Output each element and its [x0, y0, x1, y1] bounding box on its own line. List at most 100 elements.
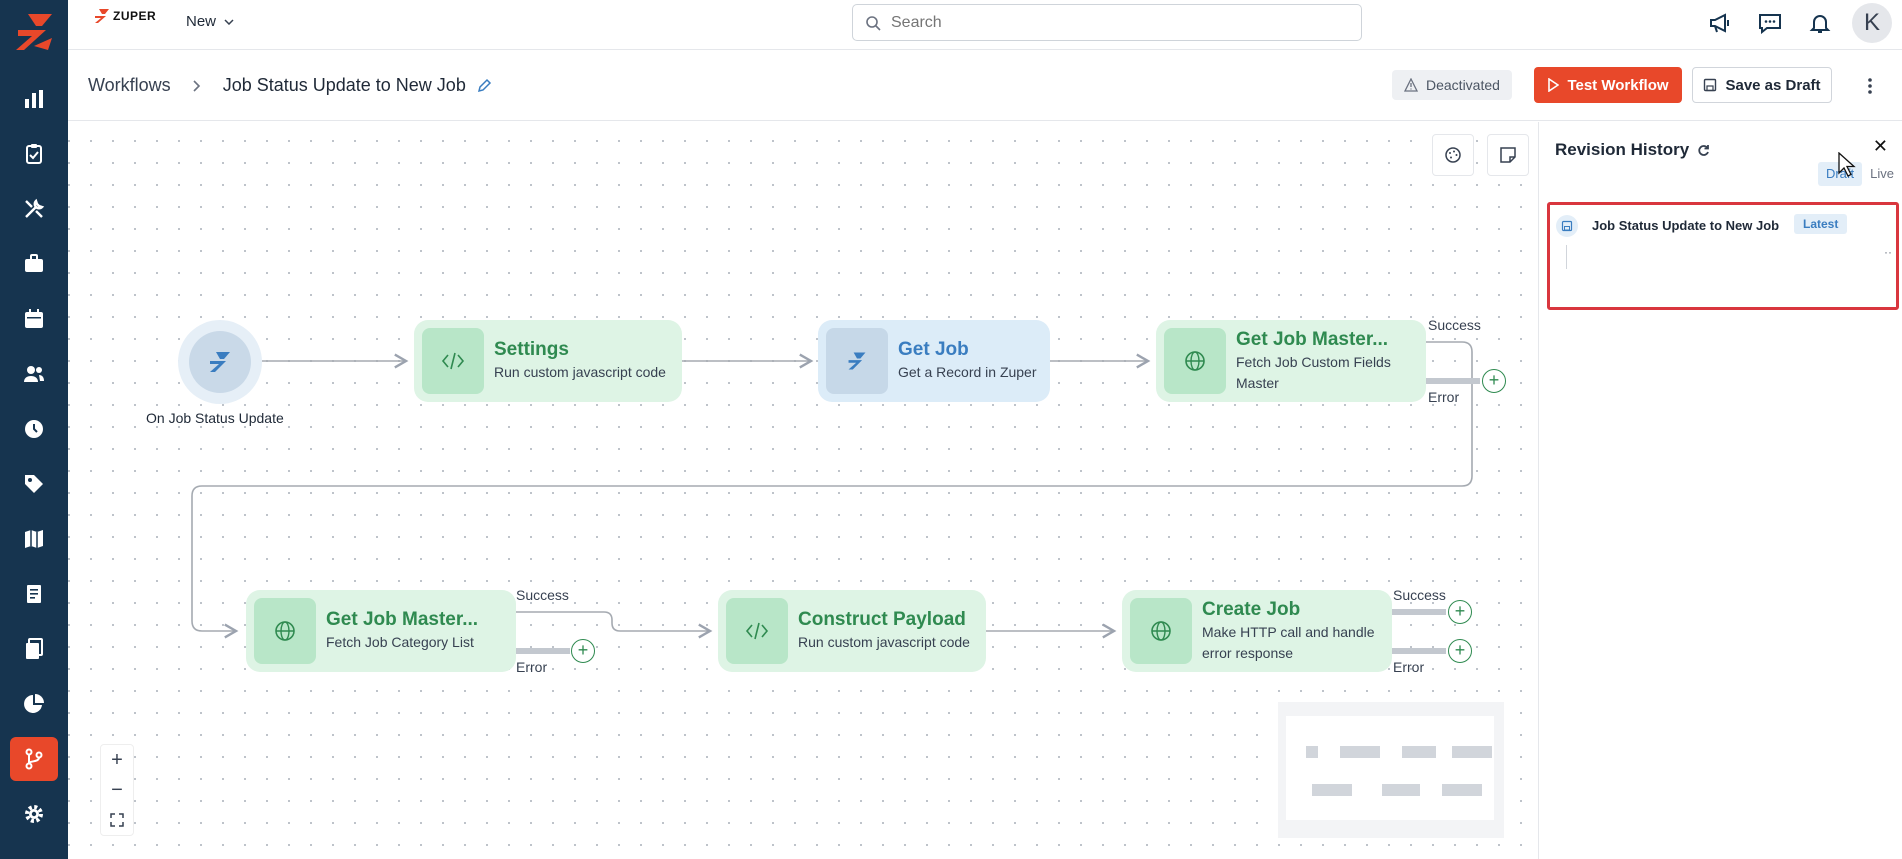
add-step-button[interactable]: +: [1448, 639, 1472, 663]
test-workflow-label: Test Workflow: [1567, 76, 1669, 94]
add-step-button[interactable]: +: [1448, 600, 1472, 624]
chevron-down-icon: [224, 18, 234, 25]
zuper-mark-icon: [95, 9, 109, 23]
node-get-job[interactable]: Get Job Get a Record in Zuper: [818, 320, 1050, 402]
user-avatar[interactable]: K: [1852, 3, 1892, 43]
minimap-node: [1340, 746, 1380, 758]
zoom-controls: + −: [100, 744, 134, 836]
node-settings[interactable]: Settings Run custom javascript code: [414, 320, 682, 402]
timeline-line: [1566, 245, 1567, 269]
test-workflow-button[interactable]: Test Workflow: [1534, 67, 1682, 103]
zoom-out-icon[interactable]: −: [111, 778, 123, 801]
workflow-name: Job Status Update to New Job: [222, 75, 466, 95]
workflow-icon[interactable]: [10, 737, 58, 781]
new-label: New: [186, 13, 217, 30]
receipt-icon[interactable]: [10, 572, 58, 616]
minimap-node: [1452, 746, 1492, 758]
node-get-job-master-categories[interactable]: Get Job Master... Fetch Job Category Lis…: [246, 590, 516, 672]
panel-title-text: Revision History: [1555, 140, 1690, 159]
more-options-icon[interactable]: ··: [1884, 245, 1892, 259]
node-subtitle: Run custom javascript code: [798, 634, 970, 650]
latest-badge: Latest: [1794, 214, 1848, 234]
node-subtitle: Get a Record in Zuper: [898, 364, 1037, 380]
new-dropdown-button[interactable]: New: [186, 13, 234, 30]
bar-chart-icon[interactable]: [10, 77, 58, 121]
trigger-label: On Job Status Update: [146, 410, 284, 426]
toggle-live[interactable]: Live: [1870, 166, 1894, 181]
briefcase-icon[interactable]: [10, 242, 58, 286]
revision-item[interactable]: Job Status Update to New Job Latest ··: [1547, 202, 1899, 310]
brand-name: ZUPER: [113, 9, 157, 23]
pie-chart-icon[interactable]: [10, 682, 58, 726]
sticky-note-tool[interactable]: [1487, 134, 1529, 176]
status-badge: Deactivated: [1392, 70, 1512, 100]
megaphone-icon[interactable]: [1702, 5, 1738, 41]
top-right-actions: K: [1702, 3, 1892, 43]
auto-layout-tool[interactable]: [1432, 134, 1474, 176]
fit-view-icon[interactable]: [101, 805, 133, 835]
breadcrumb: Workflows Job Status Update to New Job: [88, 75, 492, 96]
minimap-node: [1306, 746, 1318, 758]
edit-pencil-icon[interactable]: [476, 78, 492, 94]
zuper-icon: [826, 328, 888, 394]
minimap-viewport: [1286, 716, 1494, 820]
tag-icon[interactable]: [10, 462, 58, 506]
minimap-node: [1442, 784, 1482, 796]
trigger-node[interactable]: [178, 320, 262, 404]
breadcrumb-workflows-link[interactable]: Workflows: [88, 75, 171, 95]
save-as-draft-button[interactable]: Save as Draft: [1692, 67, 1832, 103]
zuper-trigger-icon: [210, 352, 230, 372]
chat-icon[interactable]: [1752, 5, 1788, 41]
save-as-draft-label: Save as Draft: [1725, 76, 1821, 94]
status-text: Deactivated: [1426, 77, 1500, 93]
revision-title: Job Status Update to New Job: [1592, 218, 1780, 233]
calendar-icon[interactable]: [10, 297, 58, 341]
play-icon: [1548, 78, 1560, 92]
mouse-cursor-icon: [1838, 152, 1856, 177]
code-icon: [422, 328, 484, 394]
brand-logo[interactable]: ZUPER: [94, 8, 156, 24]
node-title: Get Job: [898, 339, 969, 360]
top-bar: ZUPER New K: [68, 0, 1902, 50]
global-search[interactable]: [852, 4, 1362, 41]
more-options-icon[interactable]: [1858, 72, 1882, 100]
node-subtitle: Fetch Job Custom Fields Master: [1236, 353, 1391, 391]
tools-icon[interactable]: [10, 187, 58, 231]
node-title: Create Job: [1202, 598, 1301, 620]
warning-icon: [1404, 78, 1418, 92]
avatar-initial: K: [1863, 9, 1880, 36]
files-icon[interactable]: [10, 627, 58, 671]
gear-icon[interactable]: [10, 792, 58, 836]
map-icon[interactable]: [10, 517, 58, 561]
error-port-label: Error: [1428, 389, 1460, 405]
refresh-icon[interactable]: [1697, 144, 1710, 157]
close-icon[interactable]: ✕: [1872, 136, 1888, 156]
zuper-logo-icon[interactable]: [12, 10, 56, 54]
node-title: Get Job Master...: [1236, 328, 1389, 350]
revision-history-panel: Revision History ✕ Draft Live Job Status…: [1538, 122, 1902, 859]
success-port-label: Success: [1428, 317, 1481, 333]
node-construct-payload[interactable]: Construct Payload Run custom javascript …: [718, 590, 986, 672]
clipboard-icon[interactable]: [10, 132, 58, 176]
node-title: Get Job Master...: [326, 609, 479, 630]
node-subtitle: Make HTTP call and handle error response: [1202, 623, 1375, 661]
draft-save-icon: [1556, 215, 1578, 237]
node-get-job-master-fields[interactable]: Get Job Master... Fetch Job Custom Field…: [1156, 320, 1426, 402]
users-icon[interactable]: [10, 352, 58, 396]
node-subtitle: Run custom javascript code: [494, 364, 666, 380]
panel-title: Revision History: [1555, 140, 1710, 160]
add-step-button[interactable]: +: [571, 639, 595, 663]
minimap[interactable]: [1278, 702, 1504, 838]
bell-icon[interactable]: [1802, 5, 1838, 41]
search-input[interactable]: [891, 13, 1331, 32]
sticky-note-icon: [1500, 147, 1516, 163]
node-subtitle: Fetch Job Category List: [326, 634, 474, 650]
save-icon: [1704, 78, 1717, 92]
node-create-job[interactable]: Create Job Make HTTP call and handle err…: [1122, 590, 1392, 672]
workflow-title: Job Status Update to New Job: [223, 75, 492, 96]
clock-icon[interactable]: [10, 407, 58, 451]
error-port-label: Error: [516, 659, 548, 675]
zoom-in-icon[interactable]: +: [111, 748, 123, 771]
add-step-button[interactable]: +: [1482, 369, 1506, 393]
